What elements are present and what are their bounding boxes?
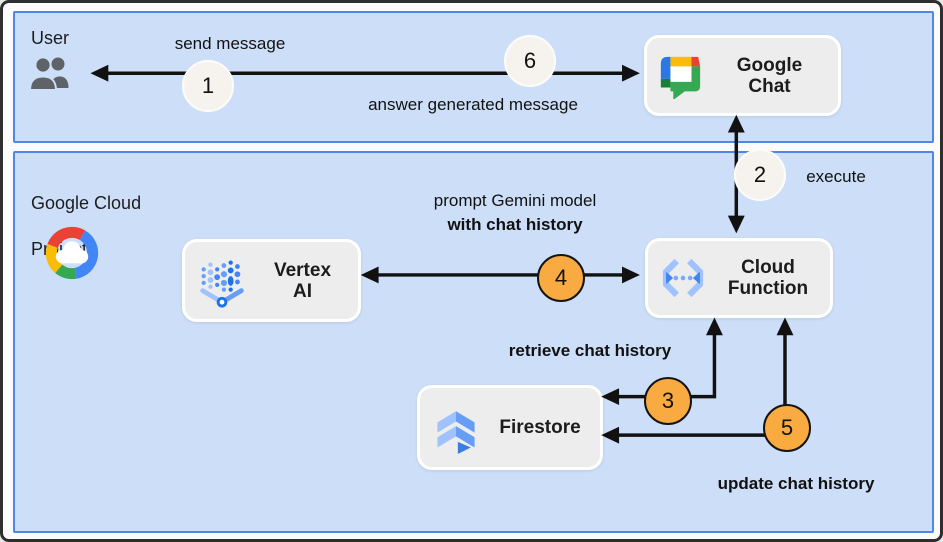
step-number-5: 5: [780, 415, 794, 440]
node-google-chat-label-line2: Chat: [748, 75, 791, 97]
node-vertex-ai: Vertex AI: [182, 239, 361, 322]
node-vertex-ai-label: Vertex AI: [257, 260, 348, 302]
edge-label-prompt-gemini-line2: with chat history: [447, 215, 583, 234]
node-vertex-ai-label-line2: AI: [293, 280, 312, 302]
step-circle-5: 5: [763, 404, 811, 452]
step-circle-6: 6: [504, 35, 556, 87]
google-cloud-logo-icon: [41, 225, 103, 286]
edge-label-prompt-gemini-line1: prompt Gemini model: [433, 191, 597, 210]
node-google-chat-label-line1: Google: [736, 54, 803, 76]
edge-label-send-message: send message: [174, 34, 286, 53]
edge-label-prompt-gemini: prompt Gemini model with chat history: [434, 189, 597, 237]
node-cloud-function-label: Cloud Function: [716, 257, 820, 299]
users-icon: [27, 53, 73, 96]
edge-label-retrieve-chat-history: retrieve chat history: [508, 341, 672, 360]
user-panel-label: User: [31, 28, 70, 48]
step-circle-2: 2: [734, 149, 786, 201]
node-firestore: Firestore: [417, 385, 603, 470]
step-number-2: 2: [753, 162, 767, 187]
step-number-4: 4: [554, 265, 568, 290]
firestore-icon: [430, 401, 482, 455]
edge-label-answer-generated-message: answer generated message: [368, 95, 578, 114]
step-circle-3: 3: [644, 377, 692, 425]
step-number-6: 6: [523, 48, 537, 73]
node-cloud-function-label-line2: Function: [727, 278, 809, 299]
vertex-ai-icon: [195, 254, 249, 308]
google-chat-icon: [657, 53, 703, 99]
step-number-1: 1: [201, 73, 215, 98]
step-number-3: 3: [661, 388, 675, 413]
step-circle-4: 4: [537, 254, 585, 302]
node-google-chat-label: Google Chat: [711, 55, 828, 97]
edge-label-update-chat-history: update chat history: [717, 474, 875, 493]
step-circle-1: 1: [182, 60, 234, 112]
cloud-function-icon: [658, 253, 708, 303]
node-firestore-label: Firestore: [499, 417, 581, 438]
node-cloud-function: Cloud Function: [645, 238, 833, 318]
node-vertex-ai-label-line1: Vertex: [273, 259, 332, 281]
node-google-chat: Google Chat: [644, 35, 841, 116]
edge-label-execute: execute: [806, 167, 866, 186]
gcp-panel-label-line1: Google Cloud: [31, 193, 142, 213]
node-cloud-function-label-line1: Cloud: [741, 257, 795, 278]
